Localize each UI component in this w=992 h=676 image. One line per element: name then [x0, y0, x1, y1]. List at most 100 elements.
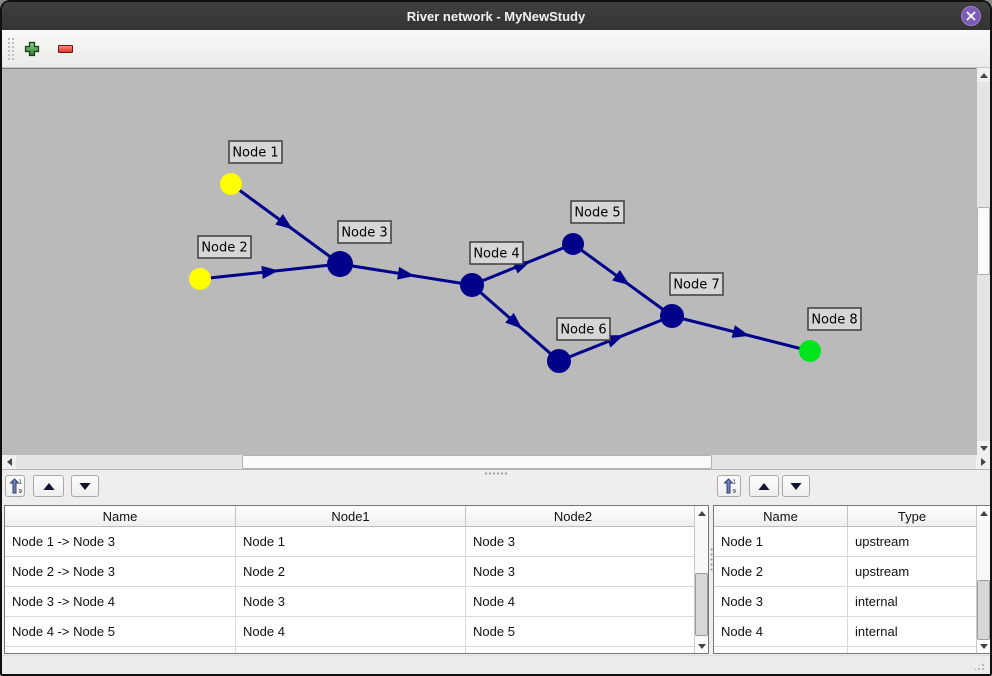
scrollbar-track[interactable]	[977, 520, 990, 640]
node-label[interactable]: Node 4	[469, 241, 524, 265]
connections-move-up-button[interactable]	[33, 475, 64, 497]
node-label-box	[570, 200, 625, 224]
sort-ascending-icon: 1 9	[9, 478, 22, 494]
node-label[interactable]: Node 2	[197, 235, 252, 259]
horizontal-splitter[interactable]	[2, 470, 990, 477]
scroll-down-button[interactable]	[977, 639, 990, 653]
scrollbar-thumb[interactable]	[695, 573, 708, 636]
node-label-text: Node 8	[811, 313, 857, 328]
node-label-box	[337, 220, 392, 244]
scrollbar-track[interactable]	[977, 82, 990, 441]
node-label-box	[556, 317, 611, 341]
scrollbar-track[interactable]	[16, 455, 976, 469]
scroll-right-button[interactable]	[976, 455, 990, 469]
edge-arrow-icon	[275, 214, 293, 230]
table-cell: Node 2	[714, 557, 848, 586]
column-header[interactable]: Name	[5, 506, 236, 526]
scroll-up-button[interactable]	[977, 68, 990, 82]
svg-text:9: 9	[733, 489, 737, 494]
scroll-up-button[interactable]	[977, 506, 990, 520]
node-label[interactable]: Node 7	[669, 272, 724, 296]
node-label[interactable]: Node 1	[228, 140, 283, 164]
table-cell	[5, 647, 236, 653]
close-button[interactable]	[961, 6, 981, 26]
node-label-box	[807, 307, 862, 331]
scrollbar-track[interactable]	[695, 520, 708, 639]
scrollbar-thumb[interactable]	[977, 580, 990, 640]
network-node[interactable]	[799, 340, 821, 362]
green-plus-icon	[24, 41, 40, 57]
edge-arrow-icon	[731, 325, 750, 338]
network-node[interactable]	[220, 173, 242, 195]
remove-button[interactable]	[52, 30, 78, 68]
table-cell: Node 4 -> Node 5	[5, 617, 236, 646]
network-canvas[interactable]: Node 1 Node 2 Node 3 Node 4 Node 5 Node 6 Node…	[2, 68, 976, 455]
scrollbar-thumb[interactable]	[977, 207, 990, 275]
table-cell: Node 3	[714, 587, 848, 616]
table-row[interactable]: Node 3 internal	[714, 587, 976, 617]
table-cell: Node 3	[473, 564, 515, 579]
network-node[interactable]	[327, 251, 353, 277]
table-cell: Node 1 -> Node 3	[5, 527, 236, 556]
column-header[interactable]: Name	[714, 506, 848, 526]
toolbar-drag-handle[interactable]	[7, 37, 15, 61]
nodes-move-up-button[interactable]	[749, 475, 779, 497]
scrollbar-thumb[interactable]	[242, 455, 712, 469]
connections-move-down-button[interactable]	[71, 475, 99, 497]
table-cell: internal	[855, 594, 898, 609]
resize-grip-icon[interactable]	[973, 659, 986, 671]
table-cell: Node 2 -> Node 3	[5, 557, 236, 586]
column-header[interactable]: Type	[897, 508, 927, 524]
table-cell	[714, 647, 848, 653]
scroll-up-button[interactable]	[695, 506, 708, 520]
network-node[interactable]	[562, 233, 584, 255]
scroll-down-button[interactable]	[977, 441, 990, 455]
close-icon	[966, 11, 976, 21]
svg-text:1: 1	[733, 480, 737, 486]
table-cell: Node 5	[473, 624, 515, 639]
node-label-box	[469, 241, 524, 265]
nodes-table-scrollbar[interactable]	[976, 506, 990, 653]
table-cell: Node 4	[473, 594, 515, 609]
canvas-horizontal-scrollbar[interactable]	[2, 455, 990, 470]
connections-table-scrollbar[interactable]	[694, 506, 708, 653]
table-cell	[236, 647, 466, 653]
node-label[interactable]: Node 6	[556, 317, 611, 341]
scroll-down-button[interactable]	[695, 639, 708, 653]
node-label[interactable]: Node 8	[807, 307, 862, 331]
nodes-move-down-button[interactable]	[782, 475, 810, 497]
node-label[interactable]: Node 3	[337, 220, 392, 244]
up-arrow-icon	[697, 510, 706, 516]
vertical-splitter[interactable]	[708, 542, 715, 576]
edge-arrow-icon	[505, 312, 523, 329]
scroll-left-button[interactable]	[2, 455, 16, 469]
column-header[interactable]: Node1	[236, 506, 466, 526]
network-node[interactable]	[660, 304, 684, 328]
node-label[interactable]: Node 5	[570, 200, 625, 224]
network-node[interactable]	[189, 268, 211, 290]
add-button[interactable]	[19, 30, 45, 68]
titlebar[interactable]: River network - MyNewStudy	[2, 2, 990, 30]
main-toolbar	[2, 30, 990, 68]
column-header[interactable]: Node2	[553, 508, 593, 524]
up-arrow-icon	[979, 72, 988, 78]
nodes-sort-button[interactable]: 1 9	[717, 475, 741, 497]
canvas-vertical-scrollbar[interactable]	[976, 68, 990, 455]
network-node[interactable]	[547, 349, 571, 373]
connections-sort-button[interactable]: 1 9	[5, 475, 25, 497]
node-label-text: Node 4	[473, 247, 519, 262]
table-cell: Node 3	[236, 587, 466, 616]
network-node[interactable]	[460, 273, 484, 297]
edge-arrow-icon	[612, 270, 630, 286]
up-arrow-icon	[758, 482, 770, 490]
